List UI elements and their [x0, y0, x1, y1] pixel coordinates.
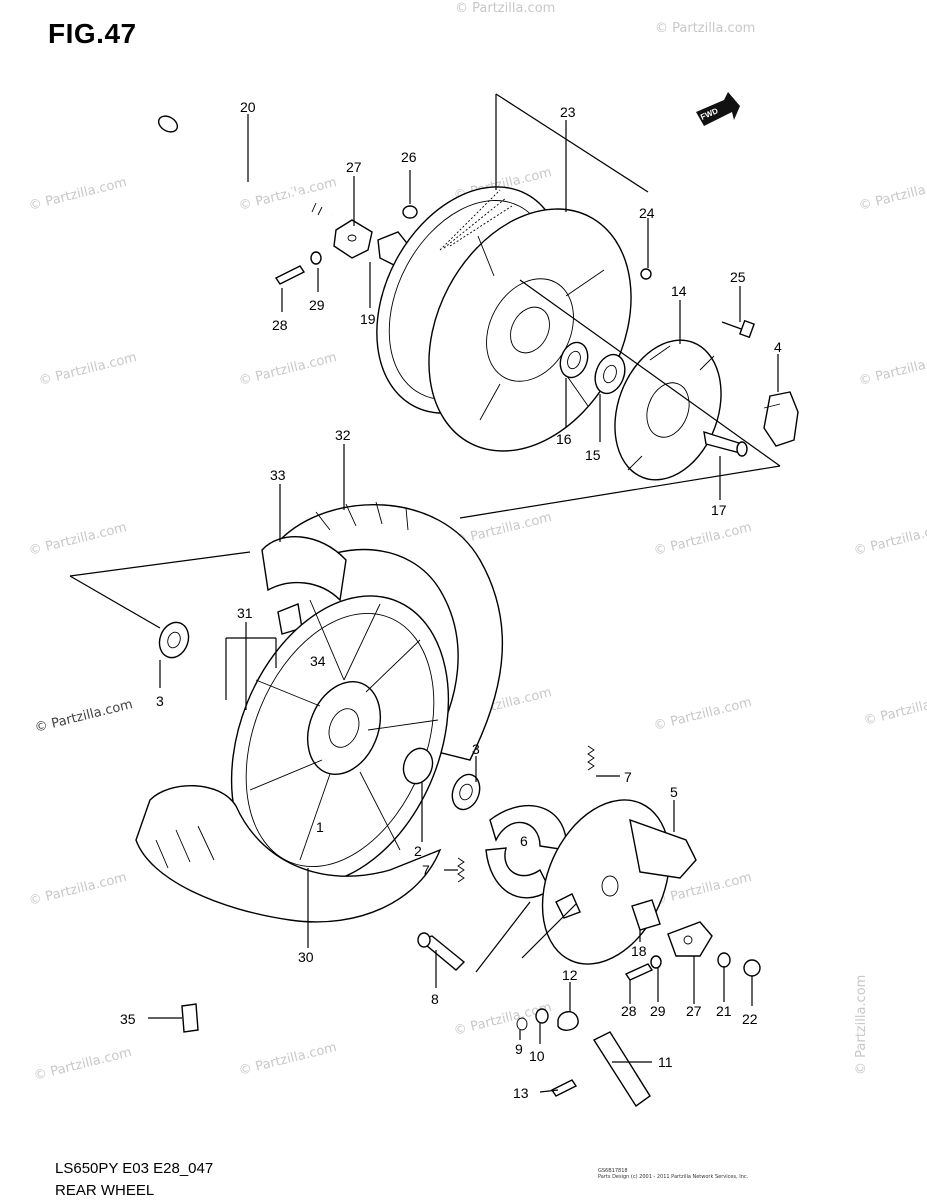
leader-lines [69, 93, 781, 1093]
sprocket-nut [640, 268, 652, 280]
callout-label: 10 [529, 1048, 545, 1064]
callout-label: 30 [298, 949, 314, 965]
wheel-spacer [402, 747, 481, 811]
callout-label: 31 [237, 605, 253, 621]
brake-panel-collar [631, 899, 661, 931]
svg-text:© Partzilla.com: © Partzilla.com [862, 690, 927, 729]
svg-text:© Partzilla.com: © Partzilla.com [455, 1, 555, 16]
rear-axle [157, 115, 334, 216]
callout-label: 6 [520, 833, 528, 849]
sprocket-hub-damper [614, 339, 748, 481]
sprocket-drum [428, 208, 632, 452]
callout-label: 3 [472, 741, 480, 757]
svg-text:© Partzilla.com: © Partzilla.com [27, 520, 128, 559]
callout-label: 7 [624, 769, 632, 785]
callout-label: 21 [716, 1003, 732, 1019]
inner-tube [261, 536, 347, 635]
sprocket-bolt [721, 319, 755, 339]
callout-label: 19 [360, 311, 376, 327]
copyright-text: Parts Design (c) 2001 - 2011 Partzilla N… [598, 1174, 749, 1180]
callout-label: 11 [658, 1054, 673, 1070]
svg-text:© Partzilla.com: © Partzilla.com [854, 975, 869, 1075]
svg-text:© Partzilla.com: © Partzilla.com [652, 695, 753, 734]
figure-title: FIG.47 [48, 18, 137, 49]
svg-text:© Partzilla.com: © Partzilla.com [652, 520, 753, 559]
forward-direction-arrow: FWD [696, 92, 740, 126]
callout-label: 33 [270, 467, 286, 483]
watermark-layer: © Partzilla.com © Partzilla.com © Partzi… [27, 1, 927, 1084]
callout-label: 2 [414, 843, 422, 859]
svg-text:© Partzilla.com: © Partzilla.com [237, 1040, 338, 1079]
callout-label: 4 [774, 339, 782, 355]
diagram-name: REAR WHEEL [55, 1182, 155, 1199]
svg-text:© Partzilla.com: © Partzilla.com [33, 697, 134, 736]
callout-label: 7 [422, 862, 430, 878]
callout-labels: 20 27 26 23 24 28 29 19 25 14 4 16 15 17… [120, 99, 782, 1101]
callout-label: 29 [650, 1003, 666, 1019]
callout-label: 14 [671, 283, 687, 299]
callout-label: 13 [513, 1085, 529, 1101]
svg-text:© Partzilla.com: © Partzilla.com [37, 350, 138, 389]
copyright-notice: GS6B17818 Parts Design (c) 2001 - 2011 P… [598, 1168, 748, 1180]
brake-springs [457, 745, 595, 883]
sprocket-bearings [559, 341, 626, 395]
chain-guide-piece [763, 391, 799, 447]
callout-label: 20 [240, 99, 256, 115]
callout-label: 29 [309, 297, 325, 313]
svg-text:© Partzilla.com: © Partzilla.com [32, 1045, 133, 1084]
brake-cam-shaft [417, 932, 466, 971]
svg-text:© Partzilla.com: © Partzilla.com [857, 350, 927, 389]
callout-label: 15 [585, 447, 601, 463]
callout-label: 23 [560, 104, 576, 120]
model-code: LS650PY E03 E28_047 [55, 1160, 214, 1177]
callout-label: 27 [346, 159, 362, 175]
rear-tire-lower [135, 784, 442, 923]
callout-label: 27 [686, 1003, 702, 1019]
svg-text:© Partzilla.com: © Partzilla.com [852, 520, 927, 559]
callout-label: 22 [742, 1011, 758, 1027]
callout-label: 35 [120, 1011, 136, 1027]
svg-text:© Partzilla.com: © Partzilla.com [27, 870, 128, 909]
callout-label: 34 [310, 653, 326, 669]
rear-wheel-rim [230, 595, 450, 885]
valve-cap [181, 1003, 199, 1033]
svg-text:© Partzilla.com: © Partzilla.com [237, 350, 338, 389]
brake-cam-lever-group [516, 1008, 651, 1107]
copyright-code: GS6B17818 [598, 1168, 628, 1174]
chain-adjuster-lower [624, 921, 761, 981]
callout-label: 12 [562, 967, 578, 983]
callout-label: 16 [556, 431, 572, 447]
callout-label: 1 [316, 819, 324, 835]
callout-label: 3 [156, 693, 164, 709]
callout-label: 28 [621, 1003, 637, 1019]
callout-label: 8 [431, 991, 439, 1007]
callout-label: 28 [272, 317, 288, 333]
svg-text:© Partzilla.com: © Partzilla.com [655, 21, 755, 36]
callout-label: 26 [401, 149, 417, 165]
callout-label: 5 [670, 784, 678, 800]
callout-label: 24 [639, 205, 655, 221]
callout-label: 18 [631, 943, 647, 959]
callout-label: 32 [335, 427, 351, 443]
wheel-bearing-left [158, 621, 190, 659]
svg-text:© Partzilla.com: © Partzilla.com [27, 175, 128, 214]
rear-tire-upper [279, 501, 504, 761]
callout-label: 9 [515, 1041, 523, 1057]
callout-label: 25 [730, 269, 746, 285]
svg-text:© Partzilla.com: © Partzilla.com [857, 175, 927, 214]
callout-label: 17 [711, 502, 727, 518]
